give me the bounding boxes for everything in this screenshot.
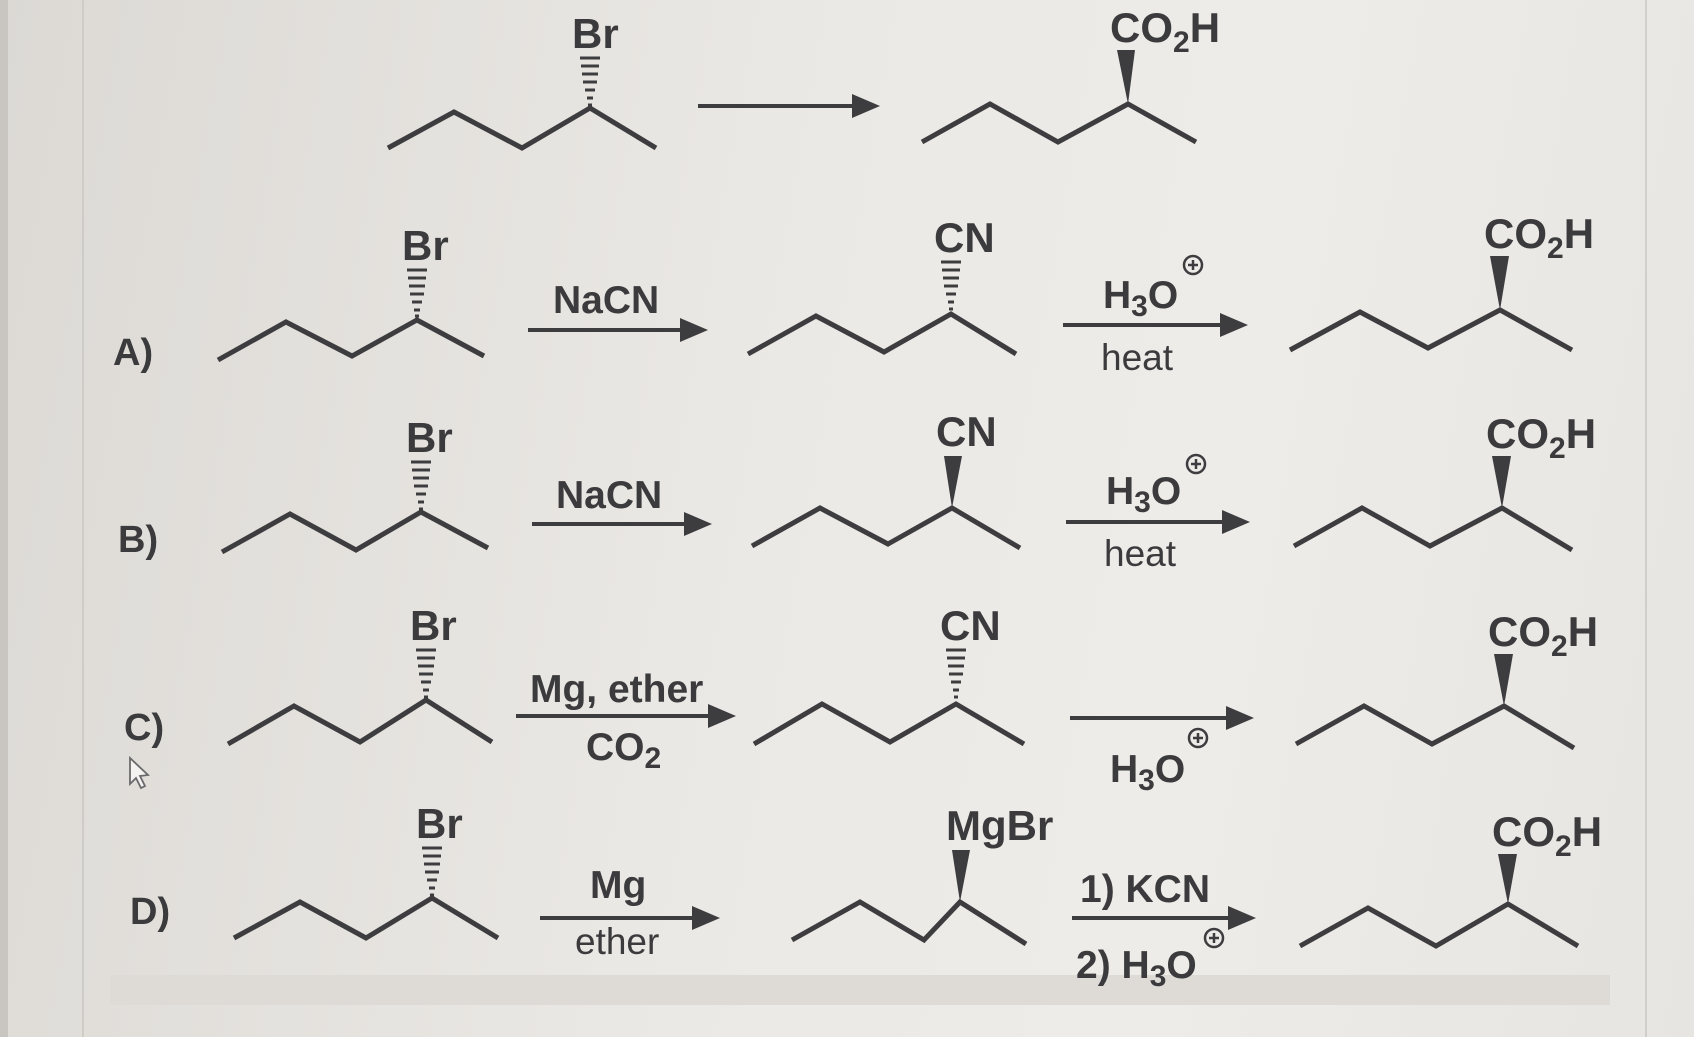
option-label: C) bbox=[124, 707, 164, 749]
positive-charge-icon bbox=[1187, 727, 1209, 749]
arrow bbox=[1063, 313, 1248, 337]
start-group: Br bbox=[402, 222, 449, 269]
product-group: CO2H bbox=[1488, 608, 1598, 663]
start-chain bbox=[232, 895, 500, 941]
solid-wedge bbox=[944, 456, 962, 508]
solid-wedge bbox=[1498, 854, 1517, 904]
start-group: Br bbox=[410, 602, 457, 649]
solid-wedge bbox=[952, 850, 970, 902]
step2-top: H3O bbox=[1103, 274, 1178, 323]
hashed-wedge bbox=[580, 56, 600, 107]
start-chain bbox=[216, 317, 486, 363]
option-a[interactable]: A) Br NaCN CN bbox=[113, 210, 1594, 378]
question-product-chain bbox=[920, 101, 1198, 145]
hashed-wedge bbox=[416, 648, 436, 699]
intermediate-group: CN bbox=[940, 602, 1001, 649]
option-b[interactable]: B) Br NaCN CN H3O bbox=[118, 408, 1596, 574]
intermediate-chain bbox=[790, 898, 1028, 947]
arrow bbox=[528, 318, 708, 342]
intermediate-group: MgBr bbox=[946, 802, 1053, 849]
positive-charge-icon bbox=[1185, 453, 1207, 475]
step1-top: NaCN bbox=[556, 474, 662, 517]
hashed-wedge bbox=[411, 460, 431, 511]
step1-top: NaCN bbox=[553, 279, 659, 322]
step1-bottom: ether bbox=[575, 921, 659, 962]
intermediate-chain bbox=[752, 701, 1026, 747]
product-chain bbox=[1288, 307, 1574, 353]
positive-charge-icon bbox=[1182, 254, 1204, 276]
hashed-wedge bbox=[946, 648, 966, 699]
step1-top: Mg bbox=[590, 864, 646, 907]
step2-bottom: heat bbox=[1104, 533, 1177, 574]
question-arrow bbox=[698, 94, 880, 118]
arrow bbox=[540, 906, 720, 930]
question-reaction: Br CO2H bbox=[386, 4, 1220, 151]
option-c[interactable]: C) Br Mg, ether CO2 CN bbox=[124, 602, 1598, 797]
positive-charge-icon bbox=[1203, 927, 1225, 949]
hashed-wedge bbox=[941, 260, 961, 311]
bottom-band bbox=[110, 975, 1610, 1005]
intermediate-chain bbox=[750, 505, 1022, 551]
arrow bbox=[532, 512, 712, 536]
product-group: CO2H bbox=[1492, 808, 1602, 863]
product-chain bbox=[1294, 703, 1576, 751]
solid-wedge bbox=[1117, 50, 1135, 104]
hashed-wedge bbox=[422, 846, 442, 897]
start-group: Br bbox=[416, 800, 463, 847]
step2-bottom: H3O bbox=[1110, 748, 1185, 797]
start-chain bbox=[226, 697, 494, 747]
arrow bbox=[1066, 510, 1250, 534]
step2-bottom: heat bbox=[1101, 337, 1174, 378]
step2-bottom: 2) H3O bbox=[1076, 944, 1197, 993]
product-group: CO2H bbox=[1484, 210, 1594, 265]
intermediate-group: CN bbox=[936, 408, 997, 455]
intermediate-chain bbox=[746, 311, 1018, 357]
step2-top: 1) KCN bbox=[1080, 868, 1210, 911]
margin-line bbox=[82, 0, 84, 1037]
cursor-arrow-icon bbox=[129, 755, 151, 790]
question-reactant-chain bbox=[386, 105, 658, 151]
arrow bbox=[516, 704, 736, 728]
option-label: D) bbox=[130, 891, 170, 933]
right-margin-line bbox=[1645, 0, 1647, 1037]
option-label: A) bbox=[113, 332, 153, 374]
solid-wedge bbox=[1494, 654, 1513, 706]
step1-bottom: CO2 bbox=[586, 726, 661, 775]
product-group: CO2H bbox=[1486, 410, 1596, 465]
option-d[interactable]: D) Br Mg ether MgBr 1) KCN bbox=[130, 800, 1602, 993]
arrow bbox=[1072, 906, 1256, 930]
arrow bbox=[1070, 706, 1254, 730]
left-edge bbox=[0, 0, 8, 1037]
question-product-group: CO2H bbox=[1110, 4, 1220, 59]
hashed-wedge bbox=[407, 268, 427, 318]
start-chain bbox=[220, 509, 490, 555]
step2-top: H3O bbox=[1106, 470, 1181, 519]
start-group: Br bbox=[406, 414, 453, 461]
intermediate-group: CN bbox=[934, 214, 995, 261]
product-chain bbox=[1298, 901, 1580, 949]
step1-top: Mg, ether bbox=[530, 668, 703, 711]
product-chain bbox=[1292, 505, 1574, 553]
question-reactant-group: Br bbox=[572, 10, 619, 57]
solid-wedge bbox=[1492, 456, 1511, 508]
option-label: B) bbox=[118, 519, 158, 561]
solid-wedge bbox=[1490, 256, 1509, 310]
